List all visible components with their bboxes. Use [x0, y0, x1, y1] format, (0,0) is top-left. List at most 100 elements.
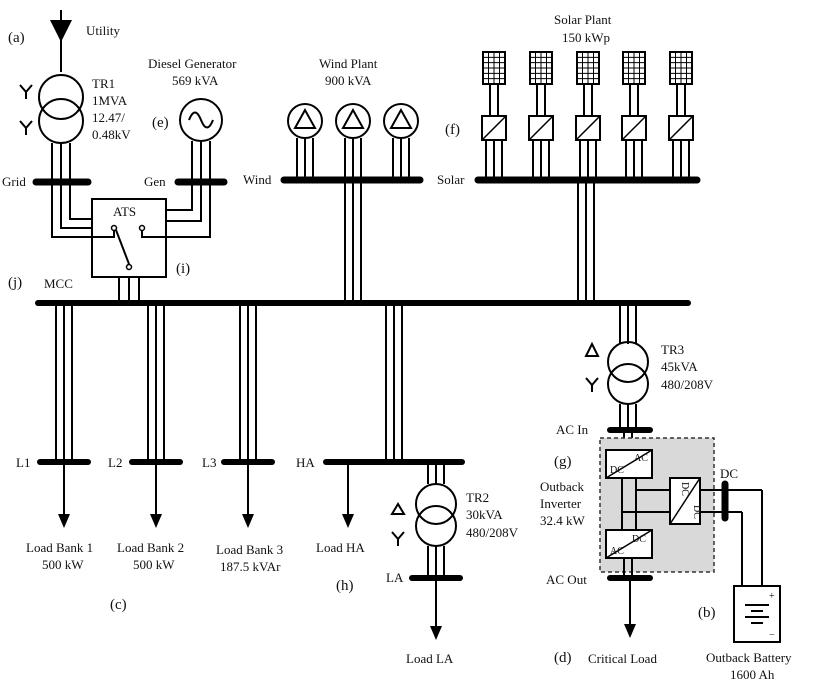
- wind-turbine-2: [335, 103, 371, 180]
- tag-h: (h): [336, 578, 354, 594]
- wind-plant-name: Wind Plant: [319, 56, 378, 71]
- wind-plant: Wind Plant 900 kVA: [287, 56, 419, 180]
- arrow-down-icon: [430, 626, 442, 640]
- ac-out-label: AC Out: [546, 572, 587, 587]
- load-bank-3-rating: 187.5 kVAr: [220, 559, 281, 574]
- gen-bus-label: Gen: [144, 174, 166, 189]
- solar-unit-3: [575, 51, 601, 180]
- diesel-name: Diesel Generator: [148, 56, 237, 71]
- battery-rating: 1600 Ah: [730, 667, 775, 682]
- tag-c: (c): [110, 597, 127, 613]
- l1-bus-label: L1: [16, 455, 30, 470]
- svg-text:DC: DC: [691, 505, 702, 519]
- diesel-generator: Diesel Generator 569 kVA (e): [148, 56, 237, 142]
- l3-bus-label: L3: [202, 455, 216, 470]
- load-bank-1-name: Load Bank 1: [26, 540, 93, 555]
- solar-unit-4: [621, 51, 647, 180]
- tr2-rating: 30kVA: [466, 507, 503, 522]
- dc-ac-converter-icon: [621, 115, 647, 141]
- tag-b: (b): [698, 605, 716, 621]
- sine-wave-icon: [188, 111, 214, 129]
- solar-panel-icon: [576, 51, 600, 85]
- wind-turbine-1: [287, 103, 323, 180]
- load-bank-3-name: Load Bank 3: [216, 542, 283, 557]
- svg-text:AC: AC: [610, 546, 624, 557]
- inverter-name-2: Inverter: [540, 496, 582, 511]
- tag-j: (j): [8, 275, 22, 291]
- wye-symbol-icon: [19, 84, 33, 135]
- tr2-name: TR2: [466, 490, 489, 505]
- dc-ac-converter-icon: [575, 115, 601, 141]
- solar-plant-name: Solar Plant: [554, 12, 612, 27]
- feeder-ha: HA Load HA: [296, 303, 465, 555]
- transformer-tr3: TR3 45kVA 480/208V: [584, 341, 714, 405]
- load-ha-label: Load HA: [316, 540, 365, 555]
- arrow-down-icon: [150, 514, 162, 528]
- load-bank-1-rating: 500 kW: [42, 557, 84, 572]
- critical-load-label: Critical Load: [588, 651, 657, 666]
- tag-e: (e): [152, 115, 169, 131]
- dc-ac-converter-icon: [668, 115, 694, 141]
- arrow-down-icon: [342, 514, 354, 528]
- delta-symbol-icon: [390, 502, 406, 515]
- tr1-voltage-secondary: 0.48kV: [92, 127, 131, 142]
- solar-unit-1: [481, 51, 507, 180]
- ats-label: ATS: [113, 204, 136, 219]
- tag-a: (a): [8, 30, 25, 46]
- solar-bus-label: Solar: [437, 172, 465, 187]
- solar-panel-icon: [482, 51, 506, 85]
- tr2-voltage: 480/208V: [466, 525, 519, 540]
- dc-ac-converter-icon: [528, 115, 554, 141]
- solar-panel-icon: [529, 51, 553, 85]
- inverter-name-1: Outback: [540, 479, 585, 494]
- feeder-l2: L2 Load Bank 2 500 kW: [108, 303, 184, 572]
- utility-source: Utility (a): [8, 10, 120, 72]
- arrow-down-icon: [624, 624, 636, 638]
- battery-name: Outback Battery: [706, 650, 792, 665]
- tr3-voltage: 480/208V: [661, 377, 714, 392]
- wye-symbol-icon: [585, 377, 599, 392]
- tr1-rating: 1MVA: [92, 93, 128, 108]
- mcc-bus-label: MCC: [44, 276, 73, 291]
- tag-d: (d): [554, 650, 572, 666]
- tag-f: (f): [445, 122, 460, 138]
- dc-bus-label: DC: [720, 466, 738, 481]
- solar-panels: [481, 51, 694, 180]
- load-la-label: Load LA: [406, 651, 454, 666]
- svg-text:−: −: [769, 630, 775, 641]
- svg-text:DC: DC: [632, 534, 646, 545]
- feeder-l1: L1 Load Bank 1 500 kW: [16, 303, 93, 572]
- solar-panel-icon: [622, 51, 646, 85]
- tr1-name: TR1: [92, 76, 115, 91]
- arrow-down-icon: [58, 514, 70, 528]
- feeder-l3: L3 Load Bank 3 187.5 kVAr: [202, 303, 283, 574]
- transformer-tr1: TR1 1MVA 12.47/ 0.48kV: [19, 74, 131, 144]
- la-bus-label: LA: [386, 570, 404, 585]
- tag-g: (g): [554, 454, 572, 470]
- dc-ac-converter-icon: [481, 115, 507, 141]
- ac-in-label: AC In: [556, 422, 589, 437]
- diesel-rating: 569 kVA: [172, 73, 219, 88]
- wind-bus-label: Wind: [243, 172, 272, 187]
- solar-plant-rating: 150 kWp: [562, 30, 610, 45]
- solar-unit-5: [668, 51, 694, 180]
- transformer-tr2: TR2 30kVA 480/208V: [390, 483, 519, 547]
- svg-text:DC: DC: [679, 482, 690, 496]
- svg-text:+: +: [769, 591, 775, 602]
- l2-bus-label: L2: [108, 455, 122, 470]
- arrow-down-icon: [242, 514, 254, 528]
- outback-inverter: DC AC DC DC DC AC: [599, 437, 715, 573]
- dc-dc-converter: DC DC: [669, 477, 702, 525]
- svg-text:DC: DC: [610, 465, 624, 476]
- ac-dc-converter-top: DC AC: [605, 449, 653, 479]
- svg-text:AC: AC: [634, 453, 648, 464]
- solar-plant: Solar Plant 150 kWp (f): [445, 12, 694, 180]
- wye-symbol-icon: [391, 531, 405, 546]
- wind-turbine-3: [383, 103, 419, 180]
- ha-bus-label: HA: [296, 455, 315, 470]
- utility-label: Utility: [86, 23, 120, 38]
- tr3-name: TR3: [661, 342, 684, 357]
- grid-bus-label: Grid: [2, 174, 26, 189]
- outback-battery: + − Outback Battery 1600 Ah (b): [698, 585, 792, 682]
